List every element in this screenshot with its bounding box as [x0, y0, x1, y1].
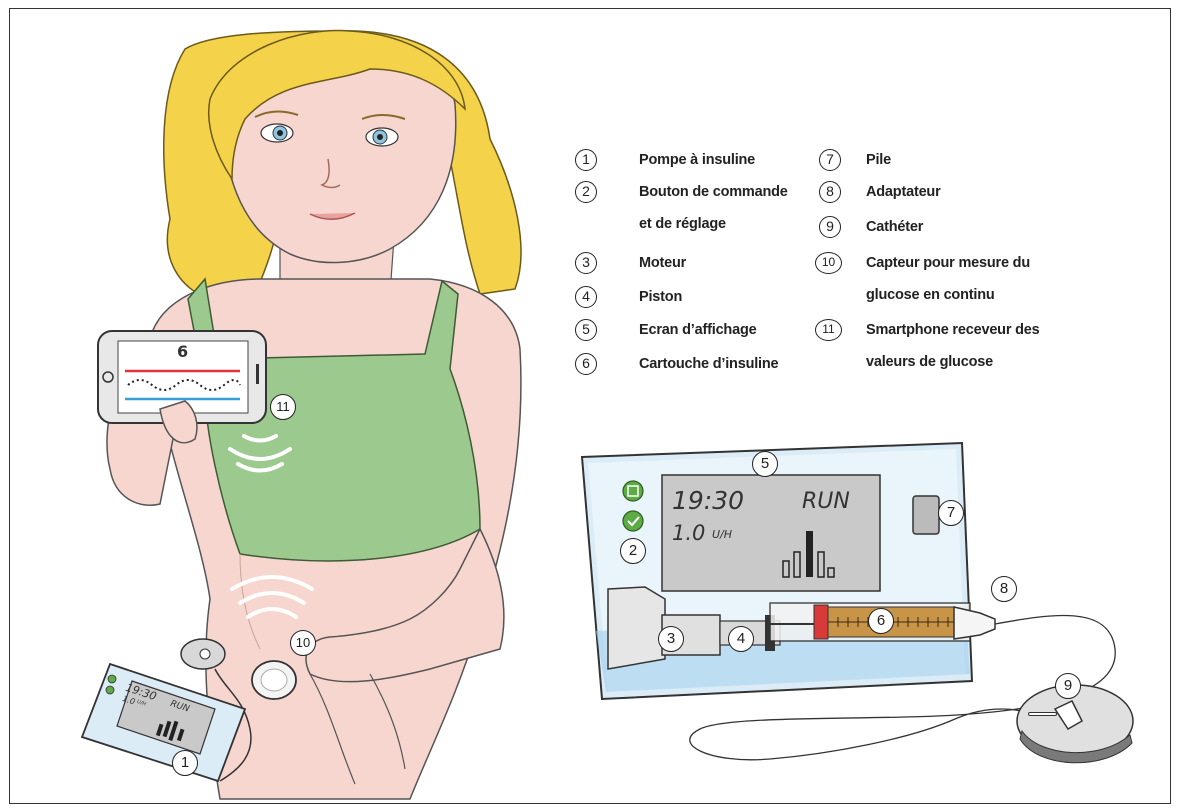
legend-label: Piston — [639, 281, 682, 313]
legend-label: Moteur — [639, 247, 686, 279]
legend-number: 4 — [575, 286, 597, 308]
pump-rate: 1.0 — [672, 521, 705, 545]
legend-label: Pompe à insuline — [639, 144, 755, 176]
callout-battery: 7 — [938, 500, 964, 526]
callout-motor: 3 — [658, 626, 684, 652]
legend-label: Ecran d’affichage — [639, 314, 756, 346]
illustration-svg — [10, 9, 1171, 804]
legend-number: 6 — [575, 353, 597, 375]
callout-adapter: 8 — [991, 576, 1017, 602]
legend-item-7: 7 Pile — [819, 149, 891, 176]
callout-piston: 4 — [728, 626, 754, 652]
callout-smartphone: 11 — [270, 394, 296, 420]
pump-status: RUN — [802, 489, 850, 514]
legend-label: Cartouche d’insuline — [639, 348, 778, 380]
infusion-site — [181, 639, 225, 669]
legend-number: 7 — [819, 149, 841, 171]
legend-item-1: 1 Pompe à insuline — [575, 149, 755, 176]
legend-number: 8 — [819, 181, 841, 203]
legend-item-5: 5 Ecran d’affichage — [575, 319, 756, 346]
cgm-sensor — [252, 661, 296, 699]
legend-item-9: 9 Cathéter — [819, 216, 923, 243]
callout-sensor: 10 — [290, 630, 316, 656]
legend-number: 5 — [575, 319, 597, 341]
legend-item-4: 4 Piston — [575, 286, 682, 313]
large-insulin-pump — [582, 443, 995, 699]
legend-number: 10 — [815, 252, 842, 274]
legend-number: 9 — [819, 216, 841, 238]
illustration-frame: 19:30 1.0 U/H RUN 19:30 1.0 U/H RUN 6 1 … — [9, 8, 1171, 804]
legend-label: Cathéter — [866, 211, 923, 243]
legend-label: Pile — [866, 144, 891, 176]
callout-catheter: 9 — [1055, 673, 1081, 699]
callout-button: 2 — [620, 538, 646, 564]
callout-display: 5 — [752, 451, 778, 477]
pump-rate-unit: U/H — [712, 528, 732, 541]
legend-item-3: 3 Moteur — [575, 252, 686, 279]
legend-number: 3 — [575, 252, 597, 274]
legend-label: Adaptateur — [866, 176, 941, 208]
legend-item-6: 6 Cartouche d’insuline — [575, 353, 778, 380]
phone-glucose-value: 6 — [177, 342, 188, 361]
legend-number: 11 — [815, 319, 842, 341]
callout-cartridge: 6 — [868, 608, 894, 634]
legend-number: 2 — [575, 181, 597, 203]
legend-number: 1 — [575, 149, 597, 171]
pump-time: 19:30 — [672, 486, 744, 515]
legend-item-8: 8 Adaptateur — [819, 181, 941, 208]
callout-pump: 1 — [172, 750, 198, 776]
